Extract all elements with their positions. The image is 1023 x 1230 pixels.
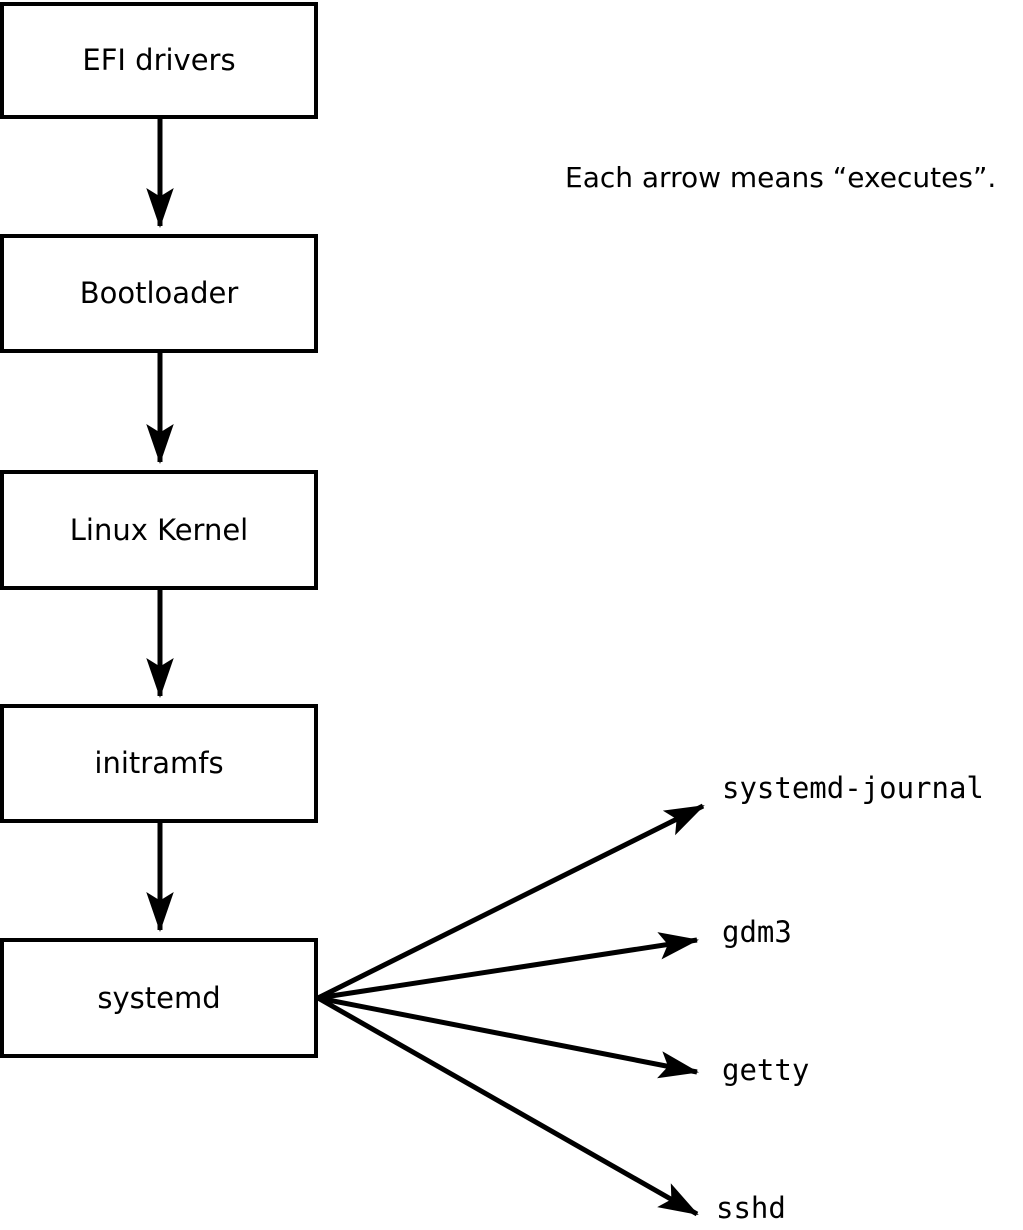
- arrow-systemd-to-systemd-journal: [316, 803, 705, 1001]
- node-initramfs[interactable]: initramfs: [0, 704, 318, 823]
- service-label-getty[interactable]: getty: [722, 1053, 810, 1087]
- node-bootloader[interactable]: Bootloader: [0, 234, 318, 353]
- node-efi-drivers[interactable]: EFI drivers: [0, 2, 318, 119]
- node-label-systemd: systemd: [97, 980, 221, 1015]
- arrow-systemd-to-sshd: [316, 995, 699, 1217]
- node-label-efi-drivers: EFI drivers: [82, 43, 236, 77]
- service-label-sshd[interactable]: sshd: [716, 1191, 786, 1225]
- node-label-initramfs: initramfs: [94, 746, 224, 780]
- node-systemd[interactable]: systemd: [0, 938, 318, 1058]
- node-linux-kernel[interactable]: Linux Kernel: [0, 470, 318, 590]
- node-label-linux-kernel: Linux Kernel: [69, 512, 249, 547]
- service-label-gdm3[interactable]: gdm3: [722, 915, 792, 949]
- arrow-systemd-to-getty: [317, 995, 699, 1079]
- arrow-systemd-to-gdm3: [317, 932, 699, 1001]
- node-label-bootloader: Bootloader: [79, 276, 239, 310]
- service-fanout-arrows: [316, 803, 705, 1217]
- service-label-systemd-journal[interactable]: systemd-journal: [722, 771, 984, 805]
- legend-note: Each arrow means “executes”.: [565, 161, 997, 194]
